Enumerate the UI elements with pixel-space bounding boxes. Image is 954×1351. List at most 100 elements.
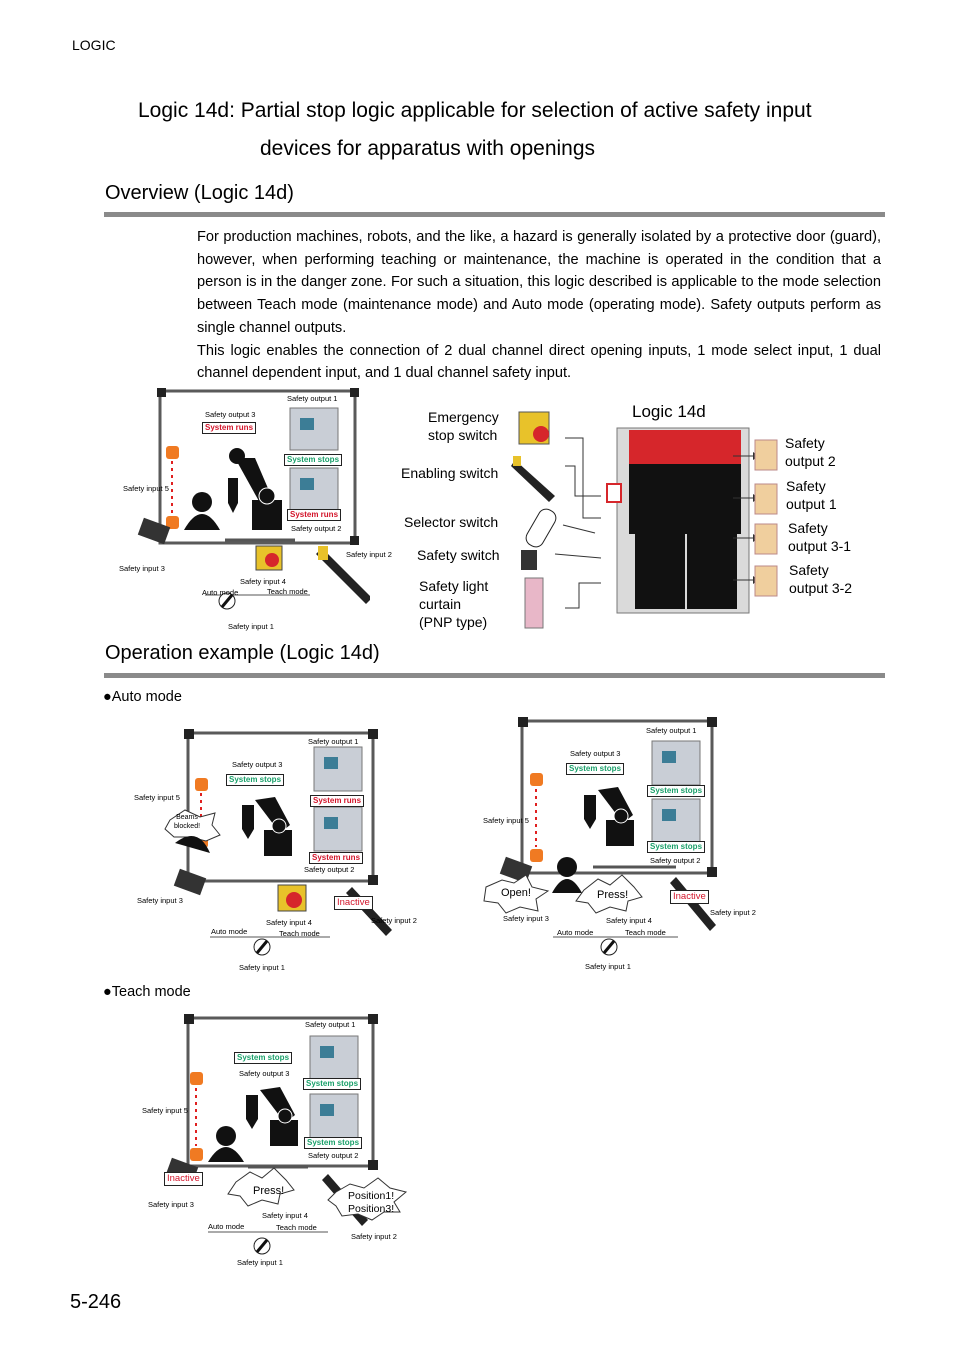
label-teach-mode: Teach mode [625, 928, 666, 937]
position-1-callout: Position1! [348, 1190, 395, 1202]
label-safety-input-4: Safety input 4 [262, 1211, 308, 1220]
status-badge-system-stops: System stops [647, 841, 706, 853]
label-light-curtain-3: (PNP type) [419, 614, 488, 630]
logic-diagram-graphic [511, 411, 778, 629]
status-badge-system-stops: System stops [566, 763, 625, 775]
logic-diagram: Emergency stop switch Enabling switch Se… [395, 398, 875, 638]
label-emergency-stop-switch-1: Emergency [428, 409, 499, 425]
teach-mode-bullet: ●Teach mode [103, 984, 191, 1000]
press-callout: Press! [253, 1185, 285, 1197]
label-auto-mode: Auto mode [211, 927, 248, 936]
label-safety-output-1: Safety output 1 [305, 1020, 356, 1029]
overview-rule [104, 212, 885, 217]
label-safety-output-3: Safety output 3 [205, 410, 256, 419]
status-badge-inactive: Inactive [334, 896, 373, 910]
label-safety-switch: Safety switch [417, 547, 500, 563]
label-light-curtain-1: Safety light [419, 578, 489, 594]
page-title: Logic 14d: Partial stop logic applicable… [138, 92, 883, 168]
label-safety-output-3: Safety output 3 [570, 749, 621, 758]
label-light-curtain-2: curtain [419, 596, 462, 612]
label-safety-output-2: Safety output 2 [650, 856, 701, 865]
operation-heading: Operation example (Logic 14d) [105, 642, 380, 664]
status-badge-system-stops: System stops [284, 454, 343, 466]
label-auto-mode: Auto mode [208, 1222, 245, 1231]
label-safety-input-2: Safety input 2 [371, 916, 417, 925]
overview-scene: Safety output 1 Safety output 3 System r… [110, 388, 392, 633]
label-safety-output-2: Safety output 2 [304, 865, 355, 874]
label-safety-input-3: Safety input 3 [148, 1200, 194, 1209]
label-safety-output-2a: Safety [785, 435, 825, 451]
press-callout: Press! [597, 889, 629, 901]
overview-heading: Overview (Logic 14d) [105, 182, 294, 204]
label-auto-mode: Auto mode [202, 588, 239, 597]
label-safety-output-1b: output 1 [786, 496, 837, 512]
label-safety-input-5: Safety input 5 [142, 1106, 188, 1115]
label-safety-output-3-2a: Safety [789, 562, 829, 578]
label-safety-input-2: Safety input 2 [710, 908, 756, 917]
status-badge-system-stops: System stops [303, 1078, 362, 1090]
label-safety-output-1a: Safety [786, 478, 826, 494]
overview-text: For production machines, robots, and the… [197, 226, 881, 385]
label-teach-mode: Teach mode [279, 929, 320, 938]
status-badge-system-stops: System stops [304, 1137, 363, 1149]
label-safety-output-2: Safety output 2 [308, 1151, 359, 1160]
label-safety-output-3: Safety output 3 [232, 760, 283, 769]
label-safety-input-4: Safety input 4 [240, 577, 286, 586]
title-line-1: Logic 14d: Partial stop logic applicable… [138, 99, 812, 122]
label-safety-output-1: Safety output 1 [308, 737, 359, 746]
status-badge-system-runs: System runs [287, 509, 342, 521]
page-header: LOGIC [72, 37, 116, 53]
label-teach-mode: Teach mode [267, 587, 308, 596]
open-callout: Open! [501, 887, 531, 899]
label-safety-output-3-1a: Safety [788, 520, 828, 536]
label-safety-input-5: Safety input 5 [483, 816, 529, 825]
label-selector-switch: Selector switch [404, 514, 499, 530]
status-badge-inactive: Inactive [164, 1172, 203, 1186]
auto-scene-left-graphic [164, 729, 392, 956]
label-safety-input-5: Safety input 5 [123, 484, 169, 493]
label-safety-input-1: Safety input 1 [585, 962, 631, 971]
status-badge-inactive: Inactive [670, 890, 709, 904]
teach-scene-graphic [165, 1014, 408, 1255]
label-safety-input-3: Safety input 3 [137, 896, 183, 905]
status-badge-system-runs: System runs [309, 852, 364, 864]
label-safety-input-5: Safety input 5 [134, 793, 180, 802]
label-safety-output-1: Safety output 1 [646, 726, 697, 735]
auto-mode-scene-safety-switch: Safety output 1 Safety output 3 System s… [478, 715, 778, 975]
label-safety-output-2: Safety output 2 [291, 524, 342, 533]
label-safety-input-4: Safety input 4 [606, 916, 652, 925]
status-badge-system-runs: System runs [310, 795, 365, 807]
status-badge-system-stops: System stops [226, 774, 285, 786]
label-emergency-stop-switch-2: stop switch [428, 427, 498, 443]
label-safety-output-3-2b: output 3-2 [789, 580, 853, 596]
logic-label: Logic 14d [632, 402, 706, 421]
overview-paragraph-1: For production machines, robots, and the… [197, 229, 881, 336]
position-3-callout: Position3! [348, 1203, 395, 1215]
label-safety-input-2: Safety input 2 [351, 1232, 397, 1241]
auto-mode-scene-light-curtain: Safety output 1 Safety output 3 System s… [130, 725, 430, 975]
beams-blocked-callout: Beams blocked! [173, 814, 201, 830]
label-safety-output-2b: output 2 [785, 453, 836, 469]
status-badge-system-runs: System runs [202, 422, 257, 434]
label-safety-output-3: Safety output 3 [239, 1069, 290, 1078]
label-safety-output-3-1b: output 3-1 [788, 538, 852, 554]
label-safety-input-1: Safety input 1 [237, 1258, 283, 1267]
label-safety-input-4: Safety input 4 [266, 918, 312, 927]
label-auto-mode: Auto mode [557, 928, 594, 937]
teach-mode-scene: Safety output 1 System stops Safety outp… [138, 1010, 438, 1272]
label-safety-input-3: Safety input 3 [119, 564, 165, 573]
label-teach-mode: Teach mode [276, 1223, 317, 1232]
auto-scene-right-graphic [483, 717, 717, 956]
auto-mode-bullet: ●Auto mode [103, 689, 182, 705]
label-safety-output-1: Safety output 1 [287, 394, 338, 403]
label-safety-input-1: Safety input 1 [228, 622, 274, 631]
status-badge-system-stops: System stops [234, 1052, 293, 1064]
label-safety-input-2: Safety input 2 [346, 550, 392, 559]
overview-paragraph-2: This logic enables the connection of 2 d… [197, 342, 881, 382]
status-badge-system-stops: System stops [647, 785, 706, 797]
title-line-2: devices for apparatus with openings [260, 137, 596, 160]
label-enabling-switch: Enabling switch [401, 465, 499, 481]
page-number: 5-246 [70, 1291, 122, 1313]
label-safety-input-1: Safety input 1 [239, 963, 285, 972]
operation-rule [104, 673, 885, 678]
